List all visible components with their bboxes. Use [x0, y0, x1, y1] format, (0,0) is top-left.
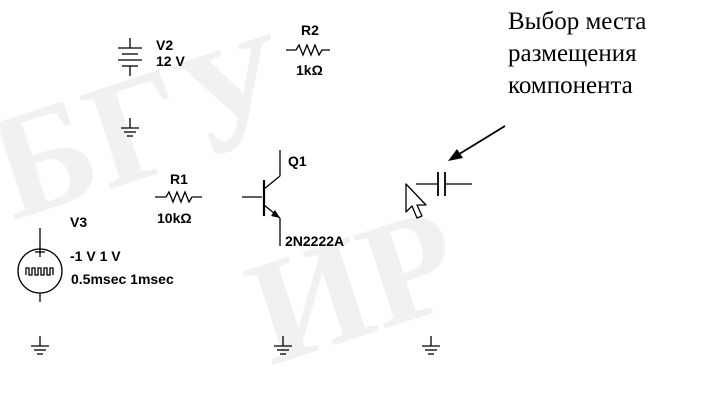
- r1-name-label: R1: [170, 171, 188, 187]
- battery-v2-symbol[interactable]: [118, 38, 142, 76]
- resistor-r1-symbol[interactable]: [155, 190, 202, 204]
- clock-source-v3-symbol[interactable]: [17, 228, 63, 302]
- v3-name-label: V3: [70, 214, 88, 230]
- transistor-q1-symbol[interactable]: [242, 150, 281, 246]
- ground-q1-symbol[interactable]: [274, 336, 292, 355]
- annotation-arrow-icon: [448, 125, 506, 161]
- mouse-pointer-icon: [405, 183, 427, 219]
- annotation-line: размещения: [508, 40, 637, 67]
- r2-value-label: 1kΩ: [296, 62, 323, 78]
- q1-name-label: Q1: [288, 153, 307, 169]
- capacitor-ghost-symbol[interactable]: [416, 172, 472, 196]
- resistor-r2-symbol[interactable]: [286, 43, 330, 57]
- schematic-canvas[interactable]: [0, 0, 714, 363]
- r2-name-label: R2: [301, 22, 319, 38]
- annotation-line: Выбор места: [508, 8, 647, 35]
- v2-value-label: 12 V: [156, 53, 185, 69]
- q1-model-label: 2N2222A: [285, 233, 345, 249]
- ground-right-symbol[interactable]: [422, 336, 440, 355]
- v2-name-label: V2: [156, 37, 174, 53]
- ground-v2-symbol[interactable]: [121, 118, 139, 137]
- placement-annotation: Выбор места размещения компонента: [508, 6, 646, 102]
- r1-value-label: 10kΩ: [157, 210, 192, 226]
- annotation-line: компонента: [508, 72, 633, 99]
- v3-timing-label: 0.5msec 1msec: [71, 271, 174, 287]
- ground-v3-symbol[interactable]: [31, 336, 49, 355]
- v3-amplitude-label: -1 V 1 V: [70, 248, 121, 264]
